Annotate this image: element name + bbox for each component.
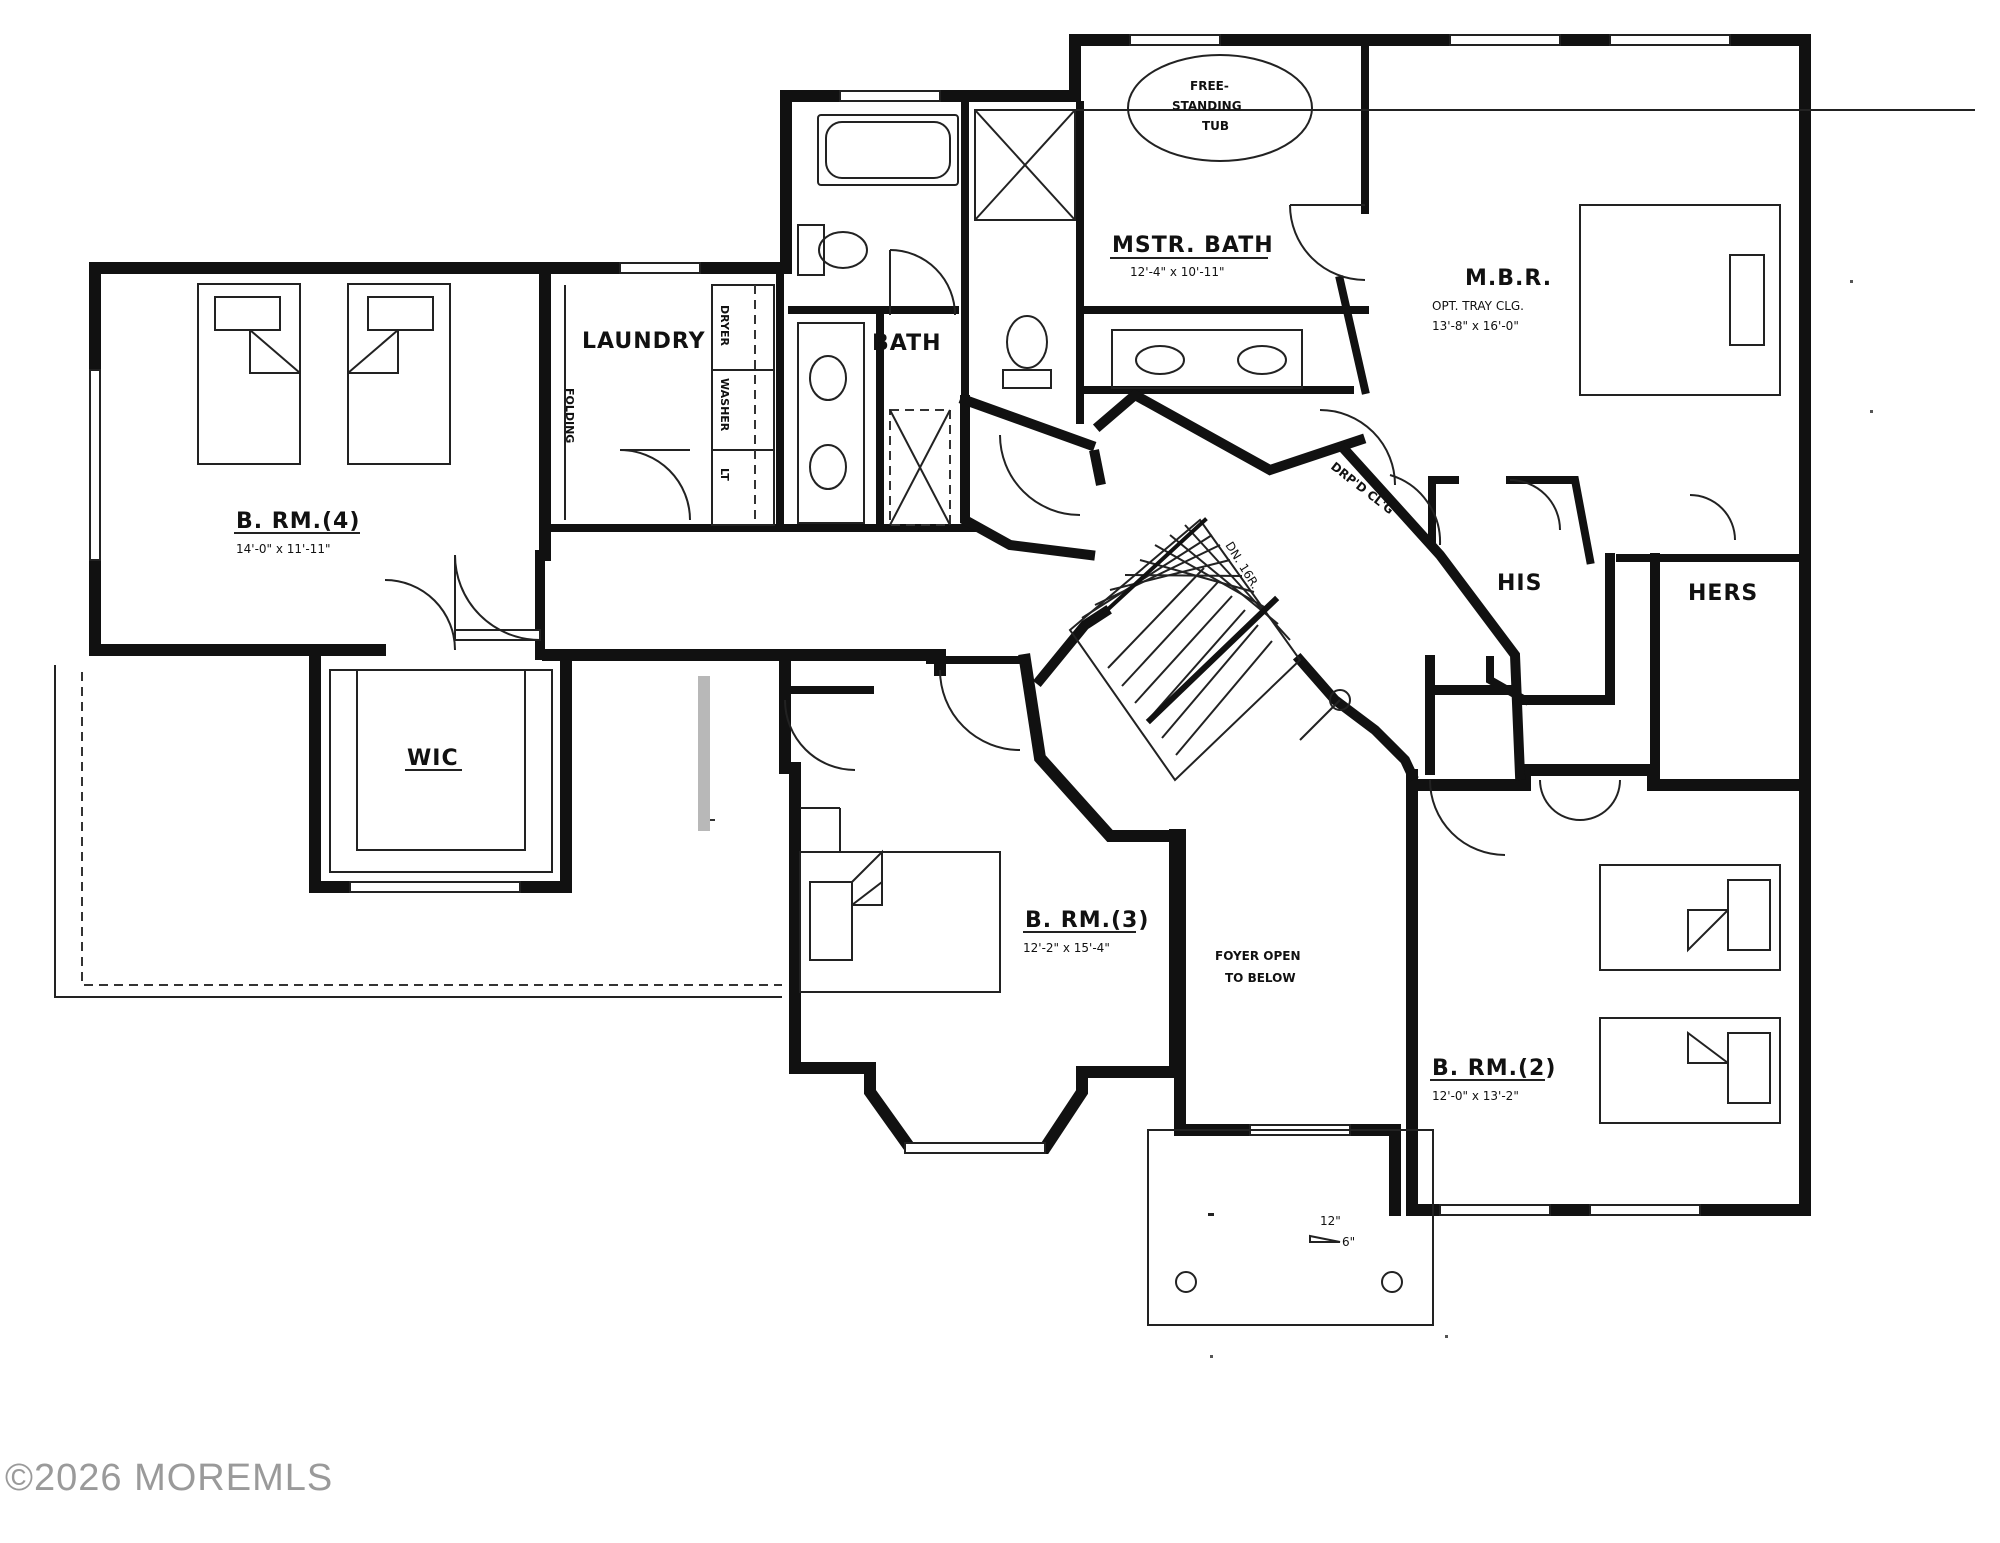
bedroom4-beds	[197, 283, 451, 465]
master-bedroom-dims: 13'-8" x 16'-0"	[1432, 319, 1519, 333]
watermark: ©2026 MOREMLS	[5, 1457, 333, 1499]
bedroom3-dims: 12'-2" x 15'-4"	[1023, 941, 1110, 955]
laundry-fixtures	[564, 284, 775, 526]
staircase	[1068, 517, 1351, 782]
master-bath-dims: 12'-4" x 10'-11"	[1130, 265, 1224, 279]
bath-label: BATH	[872, 331, 942, 356]
his-label: HIS	[1497, 571, 1542, 596]
scan-specks	[1210, 280, 1873, 1358]
exterior-walls	[89, 34, 1811, 1216]
master-bath-fixtures	[1111, 54, 1313, 389]
wic-label: WIC	[407, 746, 459, 771]
roof-pitch-run: 6"	[1342, 1235, 1355, 1249]
tub-label-3: TUB	[1202, 119, 1229, 133]
master-bath-label: MSTR. BATH	[1112, 233, 1274, 258]
bedroom2-label: B. RM.(2)	[1432, 1056, 1556, 1081]
porch-roof-outline	[54, 665, 782, 998]
bedroom4-dims: 14'-0" x 11'-11"	[236, 542, 330, 556]
porch-balcony	[1147, 1129, 1434, 1326]
roof-pitch-rise: 12"	[1320, 1214, 1341, 1228]
dryer-label: DRYER	[718, 305, 731, 346]
bath-fixtures	[797, 109, 1975, 526]
master-bed	[1579, 204, 1781, 396]
master-bedroom-label: M.B.R.	[1465, 266, 1552, 291]
hers-label: HERS	[1688, 581, 1758, 606]
bedroom3-bed	[799, 807, 1001, 993]
interior-walls	[329, 44, 1809, 873]
bedroom2-beds	[1599, 864, 1781, 1124]
foyer-label-1: FOYER OPEN	[1215, 949, 1301, 963]
master-bedroom-note: OPT. TRAY CLG.	[1432, 299, 1524, 313]
windows	[89, 34, 1731, 1216]
folding-label: FOLDING	[563, 388, 576, 443]
bedroom2-dims: 12'-0" x 13'-2"	[1432, 1089, 1519, 1103]
lt-label: LT	[718, 468, 731, 481]
tub-label-2: STANDING	[1172, 99, 1242, 113]
foyer-label-2: TO BELOW	[1225, 971, 1296, 985]
washer-label: WASHER	[718, 378, 731, 432]
door-swings	[384, 204, 1736, 856]
bedroom4-label: B. RM.(4)	[236, 509, 360, 534]
bedroom3-label: B. RM.(3)	[1025, 908, 1149, 933]
tub-label-1: FREE-	[1190, 79, 1229, 93]
laundry-label: LAUNDRY	[582, 329, 706, 354]
